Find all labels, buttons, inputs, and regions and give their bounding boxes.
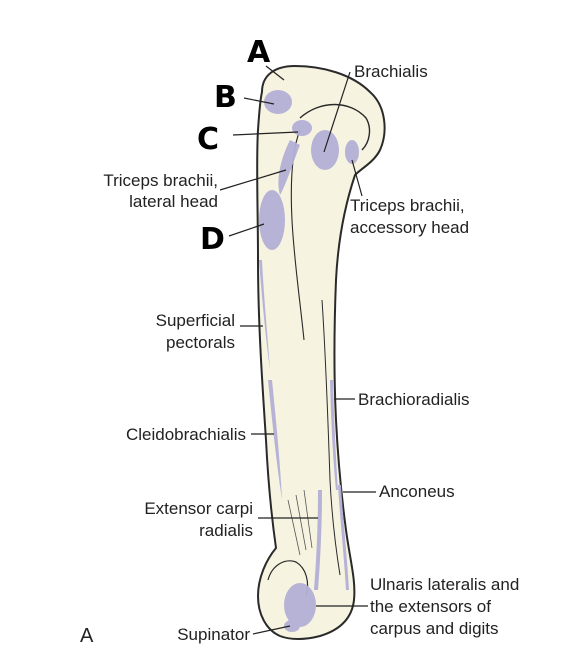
leader-brachialis — [323, 71, 351, 153]
attachment-anconeus — [338, 485, 349, 590]
humerus-bone — [256, 64, 386, 640]
attachment-lateral-head — [278, 140, 300, 195]
label-ulnaris-line2: the extensors of — [370, 597, 491, 616]
leader-d — [228, 223, 265, 237]
attachment-extensor-carpi — [314, 490, 322, 590]
label-brachialis: Brachialis — [354, 62, 428, 81]
attachment-cleidobrachialis — [268, 380, 282, 500]
attachment-accessory — [345, 140, 359, 164]
hand-letter-c: C — [197, 122, 219, 157]
label-extensor-carpi-line1: Extensor carpi — [144, 499, 253, 518]
attachment-supinator — [284, 620, 300, 632]
attachment-ulnaris — [284, 583, 316, 627]
hand-letter-b: B — [214, 80, 237, 115]
shaft-crest-contour — [321, 299, 341, 576]
attachment-brachioradialis — [330, 380, 338, 490]
leader-c — [232, 131, 299, 136]
leader-a — [265, 65, 285, 81]
leader-triceps-lateral — [219, 169, 287, 191]
distal-condyle-contour — [267, 560, 309, 597]
attachment-d — [259, 190, 285, 250]
humeral-head-contour — [299, 103, 371, 151]
label-triceps-accessory-line2: accessory head — [350, 218, 469, 237]
label-superficial-pectorals-line2: pectorals — [166, 333, 235, 352]
panel-label: A — [80, 625, 94, 647]
label-ulnaris-line1: Ulnaris lateralis and — [370, 575, 519, 594]
label-ulnaris-line3: carpus and digits — [370, 619, 499, 638]
label-cleidobrachialis: Cleidobrachialis — [126, 425, 246, 444]
label-triceps-lateral-line1: Triceps brachii, — [103, 171, 218, 190]
label-triceps-lateral-line2: lateral head — [129, 192, 218, 211]
attachment-b — [264, 90, 292, 114]
attachment-c — [292, 120, 312, 136]
label-brachioradialis: Brachioradialis — [358, 390, 470, 409]
leader-supinator — [252, 625, 291, 635]
label-superficial-pectorals-line1: Superficial — [156, 311, 235, 330]
label-anconeus: Anconeus — [379, 482, 455, 501]
attachment-pectorals — [259, 260, 270, 370]
label-triceps-accessory-line1: Triceps brachii, — [350, 196, 465, 215]
distal-fossa-lines — [287, 489, 313, 556]
leader-b — [243, 97, 275, 105]
leader-triceps-accessory — [351, 159, 363, 197]
label-supinator: Supinator — [177, 625, 250, 644]
hand-letter-a: A — [247, 35, 271, 70]
hand-letter-d: D — [200, 222, 225, 257]
label-extensor-carpi-line2: radialis — [199, 521, 253, 540]
